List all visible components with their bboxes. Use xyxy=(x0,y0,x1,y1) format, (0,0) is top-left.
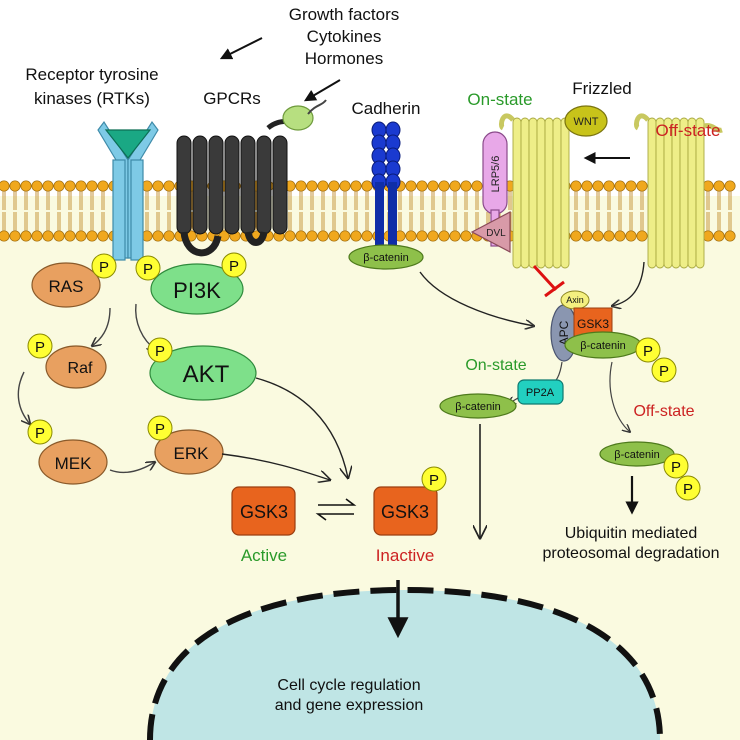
gpcr-label: GPCRs xyxy=(203,89,261,108)
arrow-erk-gsk3 xyxy=(221,453,330,480)
on-state-top-label: On-state xyxy=(467,90,532,109)
svg-text:P: P xyxy=(659,363,669,380)
phospho-raf-badge: P xyxy=(27,333,53,359)
arrow-signals-rtk xyxy=(219,37,263,60)
inhibition-symbol-icon xyxy=(532,264,565,298)
phospho-akt-badge: P xyxy=(147,337,173,363)
beta-catenin-free xyxy=(439,393,517,419)
frizzled-receptor-on xyxy=(498,113,570,269)
apc-label: APC xyxy=(557,320,571,345)
signals-line3: Hormones xyxy=(305,49,383,68)
signals-line2: Cytokines xyxy=(307,27,382,46)
beta-catenin-cadherin xyxy=(348,244,424,270)
degradation-line1: Ubiquitin mediated xyxy=(565,525,698,542)
svg-text:P: P xyxy=(683,481,693,498)
ligand-triangle-icon xyxy=(104,129,152,159)
off-state-top-label: Off-state xyxy=(656,121,721,140)
svg-text:P: P xyxy=(671,459,681,476)
gsk3-inactive-node xyxy=(373,486,438,536)
beta-catenin-free-label: β-catenin xyxy=(455,401,500,413)
erk-node xyxy=(154,429,224,475)
arrow-frizzled-off-complex xyxy=(612,261,645,306)
signals-line1: Growth factors xyxy=(289,5,400,24)
nucleus: Cell cycle regulation and gene expressio… xyxy=(147,586,663,740)
erk-label: ERK xyxy=(174,444,210,463)
phospho-rtk-badge: P xyxy=(135,255,161,281)
phospho-degr-1-badge: P xyxy=(663,453,689,479)
arrow-mek-erk xyxy=(109,462,155,474)
wnt-ligand xyxy=(564,105,608,137)
off-state-mid-label: Off-state xyxy=(633,403,694,420)
wnt-label: WNT xyxy=(573,116,598,128)
cadherin-label: Cadherin xyxy=(352,99,421,118)
svg-text:P: P xyxy=(35,339,45,356)
svg-text:P: P xyxy=(155,343,165,360)
equilibrium-arrows-icon xyxy=(315,498,357,521)
nucleus-label-line2: and gene expression xyxy=(275,697,424,714)
beta-catenin-phospho-label: β-catenin xyxy=(614,449,659,461)
pp2a-node xyxy=(517,379,564,405)
rtk-label-line2: kinases (RTKs) xyxy=(34,89,150,108)
arrow-complex-degradation xyxy=(609,361,630,432)
lrp56-label: LRP5/6 xyxy=(490,156,502,193)
phospho-degr-2-badge: P xyxy=(675,475,701,501)
phospho-complex-2-badge: P xyxy=(651,357,677,383)
ligand-green-icon xyxy=(282,105,314,131)
on-state-mid-label: On-state xyxy=(465,357,526,374)
gsk3-complex-node xyxy=(573,307,613,337)
pp2a-label: PP2A xyxy=(526,387,555,399)
raf-node xyxy=(45,345,107,389)
pi3k-label: PI3K xyxy=(173,278,221,303)
degradation-line2: proteosomal degradation xyxy=(542,545,719,562)
phospho-mek-badge: P xyxy=(27,419,53,445)
svg-text:P: P xyxy=(643,343,653,360)
gsk3-active-label: GSK3 xyxy=(240,502,288,522)
axin-label: Axin xyxy=(566,295,584,305)
gsk3-complex-label: GSK3 xyxy=(577,317,609,331)
akt-node xyxy=(149,345,257,401)
svg-text:P: P xyxy=(143,261,153,278)
gpcr-receptor xyxy=(176,99,327,257)
dvl-label: DVL xyxy=(486,228,506,239)
arrow-akt-gsk3 xyxy=(255,377,348,478)
svg-text:P: P xyxy=(229,258,239,275)
arrow-catenin-complex xyxy=(419,271,534,326)
phospho-gsk3-inactive-badge: P xyxy=(421,466,447,492)
ras-node xyxy=(31,262,101,308)
phospho-pi3k-badge: P xyxy=(221,252,247,278)
gsk3-inactive-state: Inactive xyxy=(376,546,435,565)
arrow-signals-gpcr xyxy=(303,79,341,102)
phospho-complex-1-badge: P xyxy=(635,337,661,363)
nucleus-label-line1: Cell cycle regulation xyxy=(277,677,420,694)
phospho-erk-badge: P xyxy=(147,415,173,441)
phospho-ras-badge: P xyxy=(91,253,117,279)
svg-text:P: P xyxy=(429,472,439,489)
svg-text:P: P xyxy=(35,425,45,442)
rtk-receptor xyxy=(97,120,159,261)
mek-node xyxy=(38,439,108,485)
frizzled-receptor-off xyxy=(633,113,723,269)
mek-label: MEK xyxy=(55,454,93,473)
svg-text:P: P xyxy=(99,259,109,276)
svg-text:P: P xyxy=(155,421,165,438)
beta-catenin-complex-label: β-catenin xyxy=(580,340,625,352)
arrow-ras-raf xyxy=(92,307,111,346)
arrow-raf-mek xyxy=(17,371,30,424)
gsk3-inactive-label: GSK3 xyxy=(381,502,429,522)
gsk3-active-node xyxy=(231,486,296,536)
ras-label: RAS xyxy=(49,277,84,296)
beta-catenin-cadherin-label: β-catenin xyxy=(363,252,408,264)
rtk-label-line1: Receptor tyrosine xyxy=(25,65,158,84)
gsk3-active-state: Active xyxy=(241,546,287,565)
frizzled-label: Frizzled xyxy=(572,79,632,98)
akt-label: AKT xyxy=(183,361,230,388)
pi3k-node xyxy=(150,263,244,315)
raf-label: Raf xyxy=(68,360,93,377)
dvl-protein: DVL xyxy=(470,211,511,253)
cadherin-receptor xyxy=(371,121,401,258)
